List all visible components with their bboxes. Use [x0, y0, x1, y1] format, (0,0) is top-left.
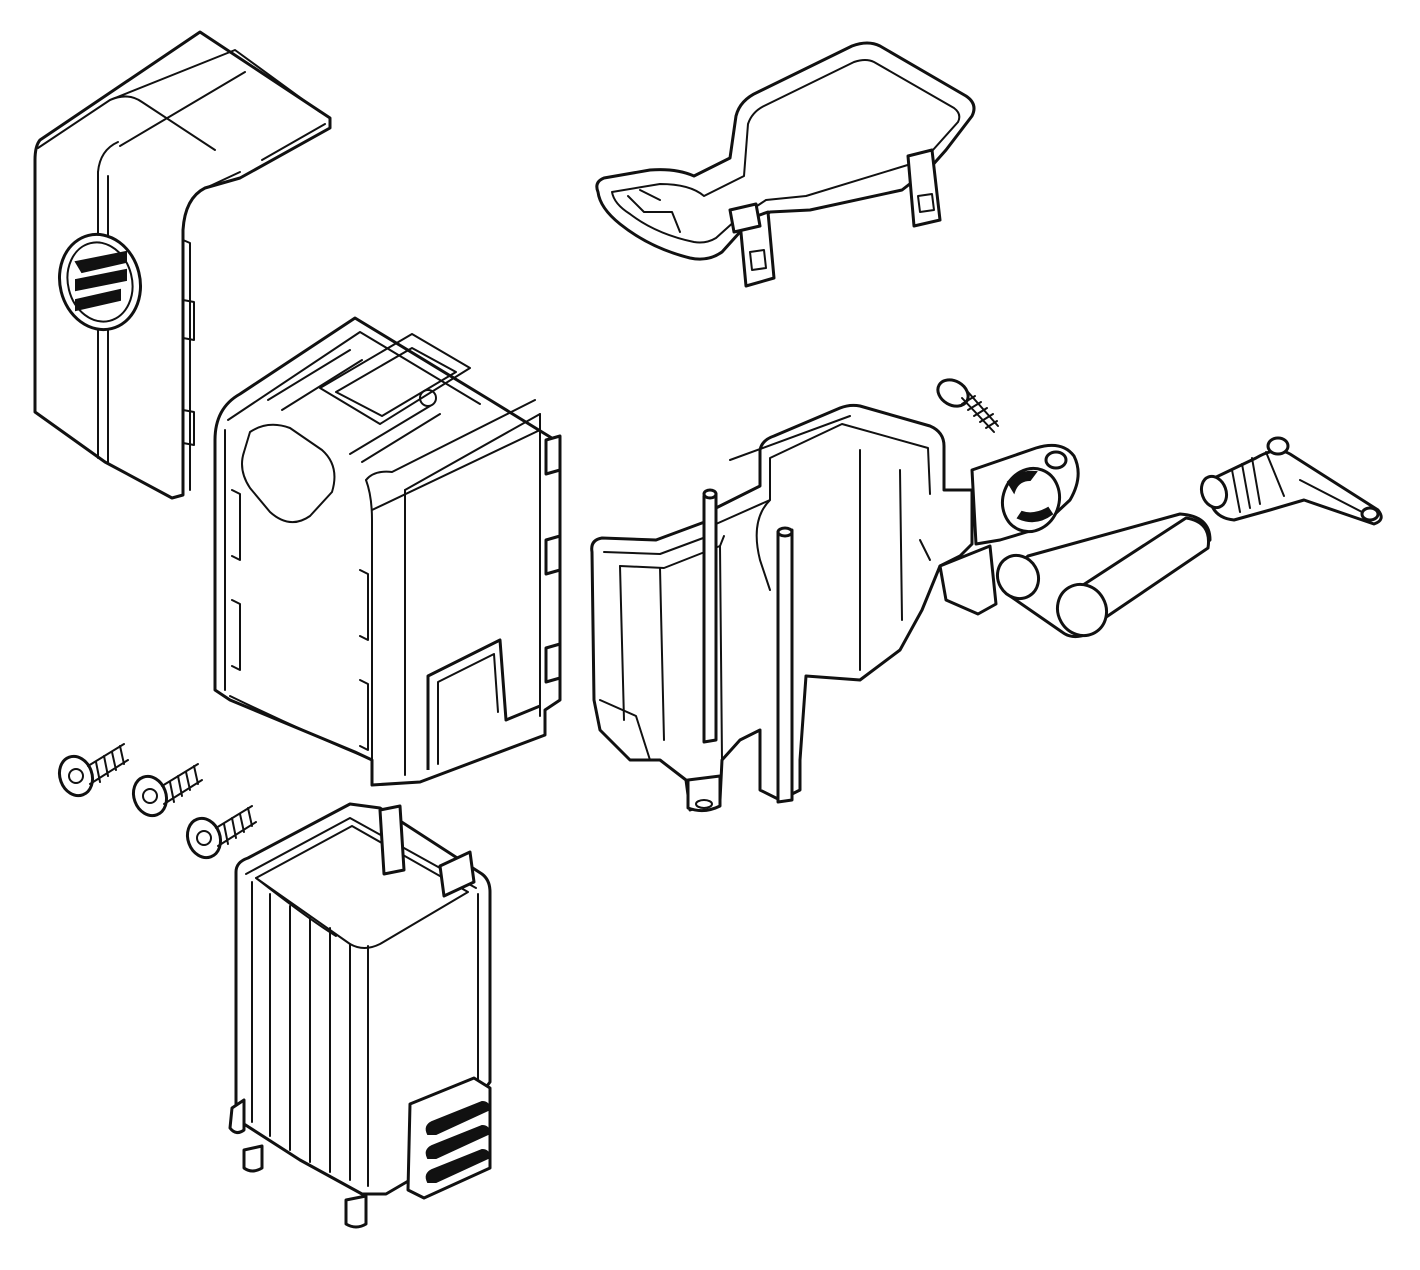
screw-icon	[57, 743, 129, 798]
inner-bracket-part	[590, 403, 1080, 813]
screw-set-part	[57, 743, 257, 860]
screw-icon	[131, 763, 203, 818]
top-cover-part	[33, 30, 332, 500]
handle-tube-part	[995, 512, 1212, 639]
main-housing-part	[213, 316, 562, 787]
brand-logo-icon	[57, 232, 143, 332]
bottom-container-part	[228, 802, 492, 1229]
elbow-connector-part	[1199, 436, 1383, 526]
screw-icon	[185, 805, 257, 860]
frame-gasket-part	[595, 41, 976, 288]
screw-single-part	[936, 378, 999, 433]
